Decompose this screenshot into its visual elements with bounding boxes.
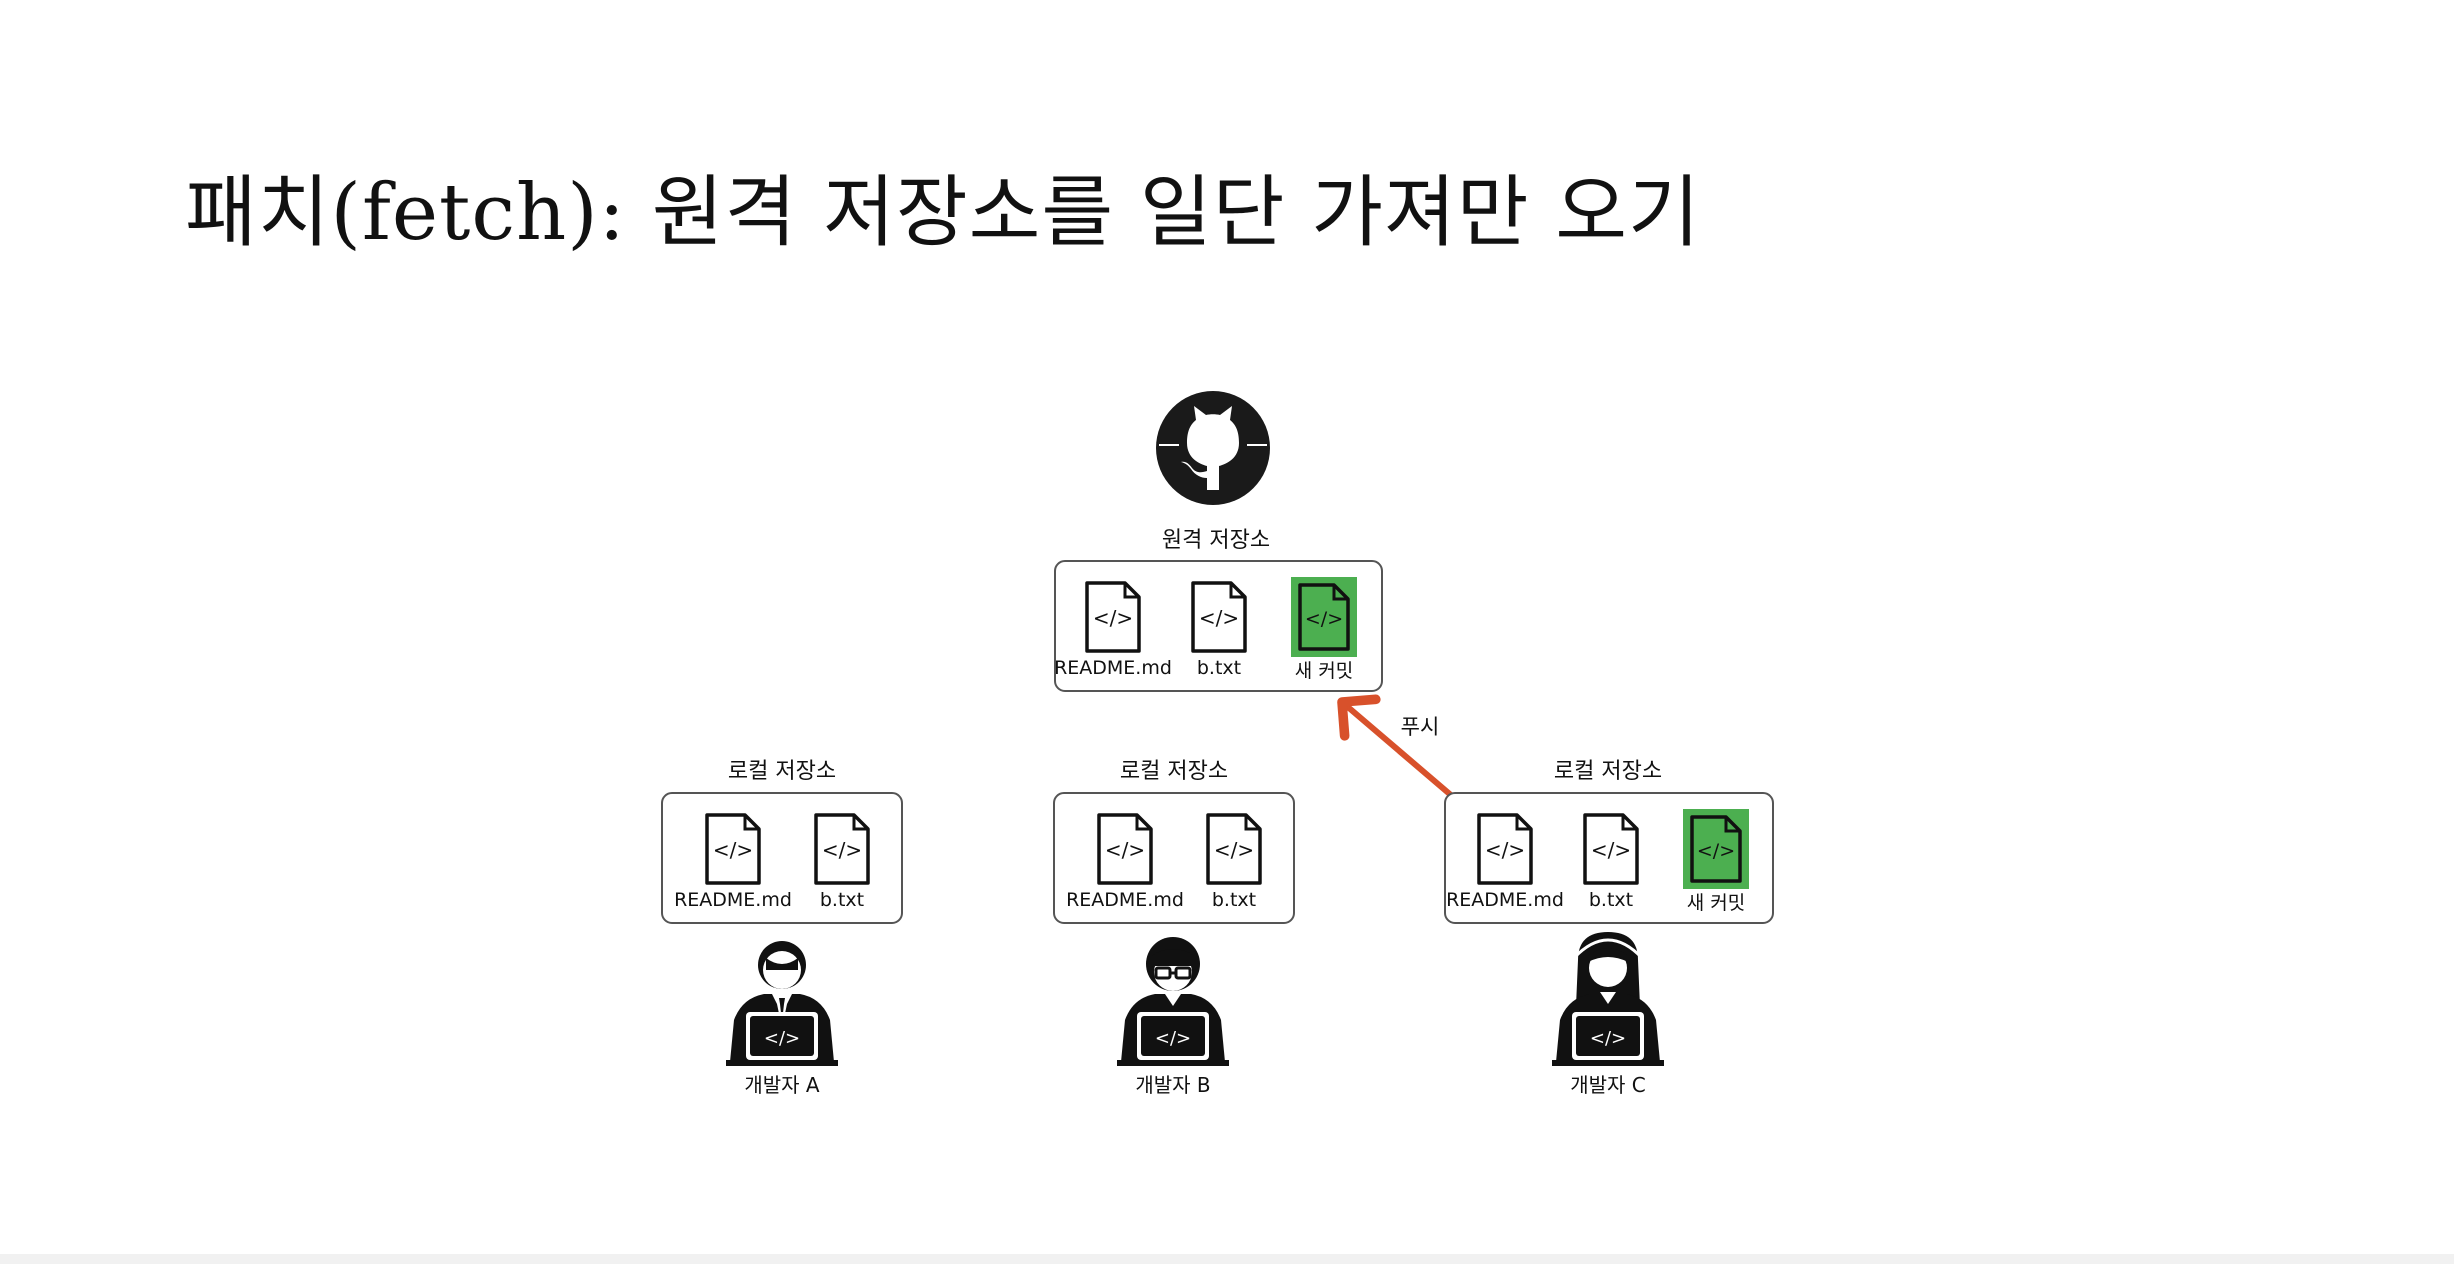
file-label: README.md xyxy=(1054,657,1172,679)
svg-text:</>: </> xyxy=(713,838,753,862)
push-arrow: 푸시 xyxy=(1342,702,1452,796)
svg-text:</>: </> xyxy=(1199,606,1239,630)
file-icon: </> xyxy=(1099,815,1151,883)
local-repo-label: 로컬 저장소 xyxy=(1120,759,1228,784)
file-label: b.txt xyxy=(1212,889,1256,911)
file-label: 새 커밋 xyxy=(1295,660,1353,682)
svg-text:</>: </> xyxy=(1105,838,1145,862)
file-icon: </> xyxy=(1479,815,1531,883)
developer-label: 개발자 A xyxy=(744,1073,820,1097)
remote-repo: 원격 저장소 </> README.md </> b.txt </> 새 커밋 xyxy=(1054,391,1382,691)
file-label: README.md xyxy=(1066,889,1184,911)
svg-text:</>: </> xyxy=(1697,840,1735,862)
svg-text:</>: </> xyxy=(822,838,862,862)
file-label: b.txt xyxy=(1197,657,1241,679)
remote-repo-label: 원격 저장소 xyxy=(1162,528,1270,553)
developer-icon: </> xyxy=(726,941,838,1066)
developer-label: 개발자 C xyxy=(1570,1073,1646,1097)
svg-text:</>: </> xyxy=(764,1028,800,1049)
svg-text:</>: </> xyxy=(1485,838,1525,862)
local-repo-label: 로컬 저장소 xyxy=(1554,759,1662,784)
file-label: b.txt xyxy=(820,889,864,911)
file-icon: </> xyxy=(1208,815,1260,883)
github-octocat-icon xyxy=(1156,391,1270,505)
file-icon: </> xyxy=(1087,583,1139,651)
file-label: b.txt xyxy=(1589,889,1633,911)
file-icon: </> xyxy=(1193,583,1245,651)
new-commit-file-icon: </> xyxy=(1291,577,1357,657)
file-label: README.md xyxy=(1446,889,1564,911)
local-repo-label: 로컬 저장소 xyxy=(728,759,836,784)
file-icon: </> xyxy=(1585,815,1637,883)
svg-text:</>: </> xyxy=(1305,608,1343,630)
developer-icon: </> xyxy=(1552,932,1664,1066)
svg-text:</>: </> xyxy=(1591,838,1631,862)
push-arrow-label: 푸시 xyxy=(1401,715,1440,739)
svg-text:</>: </> xyxy=(1590,1028,1626,1049)
svg-text:</>: </> xyxy=(1214,838,1254,862)
developer-icon: </> xyxy=(1117,937,1229,1066)
svg-text:</>: </> xyxy=(1155,1028,1191,1049)
file-icon: </> xyxy=(707,815,759,883)
new-commit-file-icon: </> xyxy=(1683,809,1749,889)
file-icon: </> xyxy=(816,815,868,883)
bottom-strip xyxy=(0,1254,2454,1264)
file-label: README.md xyxy=(674,889,792,911)
developer-label: 개발자 B xyxy=(1135,1073,1210,1097)
file-label: 새 커밋 xyxy=(1687,892,1745,914)
local-repo-c: 로컬 저장소 </> README.md </> b.txt </> 새 커밋 xyxy=(1445,759,1773,1097)
local-repo-a: 로컬 저장소 </> README.md </> b.txt xyxy=(662,759,902,1097)
local-repo-b: 로컬 저장소 </> README.md </> b.txt xyxy=(1054,759,1294,1097)
svg-text:</>: </> xyxy=(1093,606,1133,630)
